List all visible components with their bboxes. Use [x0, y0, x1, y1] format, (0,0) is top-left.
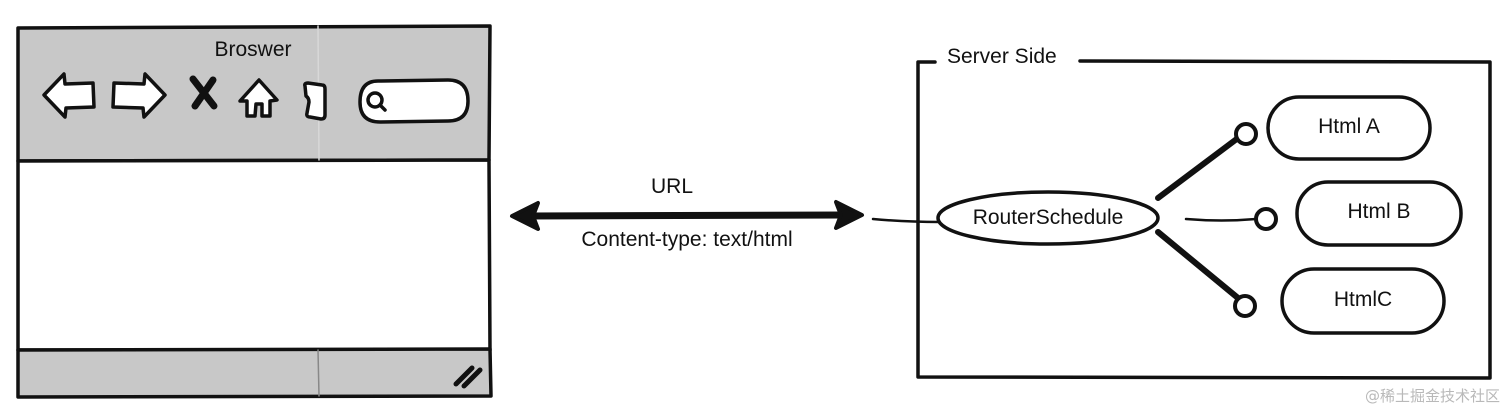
close-x-icon[interactable] — [189, 75, 218, 110]
router-schedule-label: RouterSchedule — [972, 206, 1124, 229]
forward-arrow-icon[interactable] — [111, 72, 167, 119]
connection-arrow — [510, 200, 864, 231]
connectors — [871, 135, 1258, 301]
browser-status-bar — [16, 347, 493, 399]
back-arrow-icon[interactable] — [42, 72, 96, 119]
html-b-label: Html B — [1347, 200, 1411, 223]
html-c-label: HtmlC — [1333, 288, 1393, 311]
router-to-html-a-line — [1155, 135, 1241, 201]
watermark-text: @稀土掘金技术社区 — [1364, 387, 1500, 405]
resize-grip-icon[interactable] — [453, 365, 483, 389]
search-field[interactable] — [358, 78, 470, 124]
content-type-label: Content-type: text/html — [581, 228, 793, 251]
server-side-box — [916, 59, 1492, 380]
server-side-title: Server Side — [943, 45, 1061, 69]
router-to-html-b-line — [1184, 217, 1258, 222]
node-html-c — [1233, 294, 1257, 318]
node-html-b — [1254, 207, 1278, 231]
home-icon[interactable] — [238, 78, 279, 118]
html-b-box — [1295, 180, 1463, 247]
arrowhead-left — [510, 201, 540, 231]
search-icon — [366, 91, 387, 112]
bookmark-icon[interactable] — [303, 81, 327, 121]
browser-title: Broswer — [214, 38, 292, 61]
node-html-a — [1234, 122, 1258, 146]
arrowhead-right — [834, 200, 864, 230]
arrow-to-router-line — [871, 217, 942, 224]
html-c-box — [1280, 267, 1446, 335]
html-a-box — [1266, 95, 1432, 161]
router-schedule-node — [936, 190, 1160, 246]
browser-content-area — [16, 158, 492, 352]
browser-window — [16, 24, 493, 399]
html-a-label: Html A — [1318, 115, 1380, 138]
url-label: URL — [650, 175, 694, 198]
router-to-html-c-line — [1155, 229, 1241, 301]
